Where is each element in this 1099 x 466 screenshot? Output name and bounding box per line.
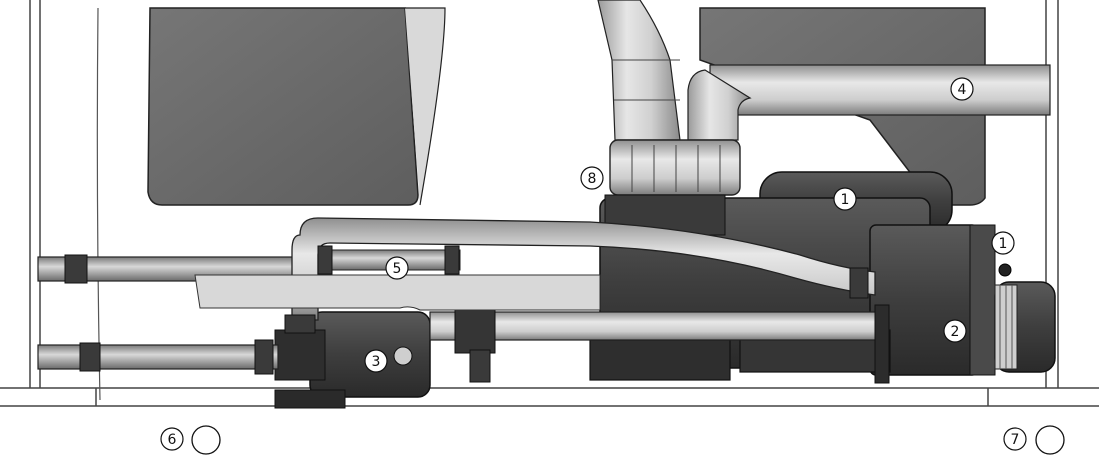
marker-7: 7 — [1003, 425, 1065, 455]
callout-8-text: 8 — [588, 171, 597, 187]
marker-7-circle — [1035, 425, 1065, 455]
callout-4: 4 — [950, 77, 974, 101]
coolant-hoses-left — [37, 254, 299, 375]
callout-2-text: 2 — [951, 324, 960, 340]
callout-1-right: 1 — [991, 231, 1015, 255]
callout-6-text: 6 — [168, 432, 177, 448]
engine-block-outline — [194, 274, 601, 311]
callout-1-top-text: 1 — [841, 192, 850, 208]
callout-8: 8 — [580, 166, 604, 190]
callout-3: 3 — [364, 349, 388, 373]
exhaust-connector — [994, 281, 1056, 373]
marker-6-circle — [191, 425, 221, 455]
callout-5-text: 5 — [393, 261, 402, 277]
callout-7-text: 7 — [1011, 432, 1020, 448]
intake-pipe-vertical — [597, 0, 681, 141]
collar-rings — [604, 139, 741, 236]
callout-3-text: 3 — [372, 354, 381, 370]
callout-2: 2 — [943, 319, 967, 343]
callout-1-top: 1 — [833, 187, 857, 211]
marker-6: 6 — [160, 425, 221, 455]
callout-1-right-text: 1 — [999, 236, 1008, 252]
callout-4-text: 4 — [958, 82, 967, 98]
callout-5: 5 — [385, 256, 409, 280]
exhaust-pipe-right — [687, 64, 1051, 141]
